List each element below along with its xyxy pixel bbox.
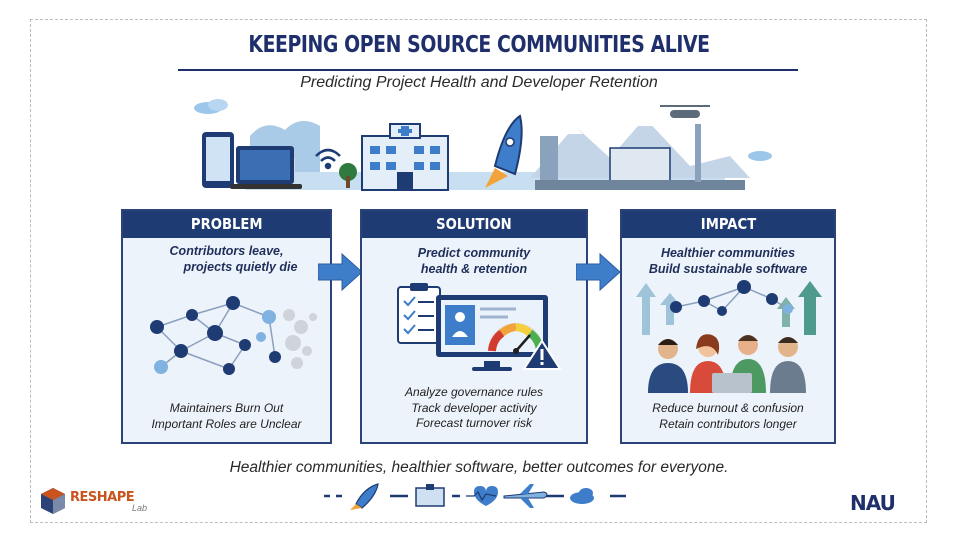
impact-footer: Reduce burnout & confusion Retain contri… [652,401,804,431]
people-team-illustration [648,334,806,393]
solution-lead: Predict community health & retention [417,246,531,276]
impact-lead: Healthier communities Build sustainable … [648,246,808,276]
gauge-icon [488,323,544,354]
warning-icon [522,339,562,370]
banner-illustration [194,99,772,191]
airplane-icon [503,484,548,508]
team-growth-illustration [636,280,822,393]
tagline: Healthier communities, healthier softwar… [229,459,729,476]
hospital-building-icon [361,123,449,191]
impact-heading: IMPACT [622,211,834,238]
checklist-icon [397,283,441,344]
icon-timeline [324,483,626,510]
solution-panel: SOLUTION Predict community health & rete… [360,209,588,444]
dashboard-illustration [397,283,562,371]
network-graph-broken [150,296,317,375]
cloud-icon [748,151,772,161]
tablet-laptop-icon [202,132,302,189]
cloud-icon [194,99,228,114]
cloud-icon [570,488,594,504]
heart-pulse-icon [466,486,498,506]
problem-footer: Maintainers Burn Out Important Roles are… [151,401,302,431]
rocket-icon [350,483,379,510]
tree-icon [339,163,357,188]
wifi-icon [315,148,341,170]
rocket-icon [485,114,523,188]
page-title: KEEPING OPEN SOURCE COMMUNITIES ALIVE [248,32,710,58]
page-subtitle: Predicting Project Health and Developer … [300,74,658,91]
title-divider [178,69,798,71]
hospital-icon [415,484,445,507]
problem-panel: PROBLEM Contributors leave, projects qui… [121,209,332,444]
solution-footer: Analyze governance rules Track developer… [404,385,544,430]
cube-logo-icon [41,488,65,514]
arrow-right-icon [318,252,363,292]
reshape-lab-logo: RESHAPE Lab [40,487,160,517]
solution-heading: SOLUTION [362,211,586,238]
problem-heading: PROBLEM [123,211,330,238]
growth-arrow-icon [636,283,680,335]
slide-frame [30,19,927,523]
helicopter-icon [660,105,710,118]
arrow-right-icon [576,252,621,292]
military-base-icon [535,124,745,190]
impact-panel: IMPACT Healthier communities Build susta… [620,209,836,444]
nau-logo: NAU [850,491,896,515]
problem-lead: Contributors leave, projects quietly die [169,244,298,274]
